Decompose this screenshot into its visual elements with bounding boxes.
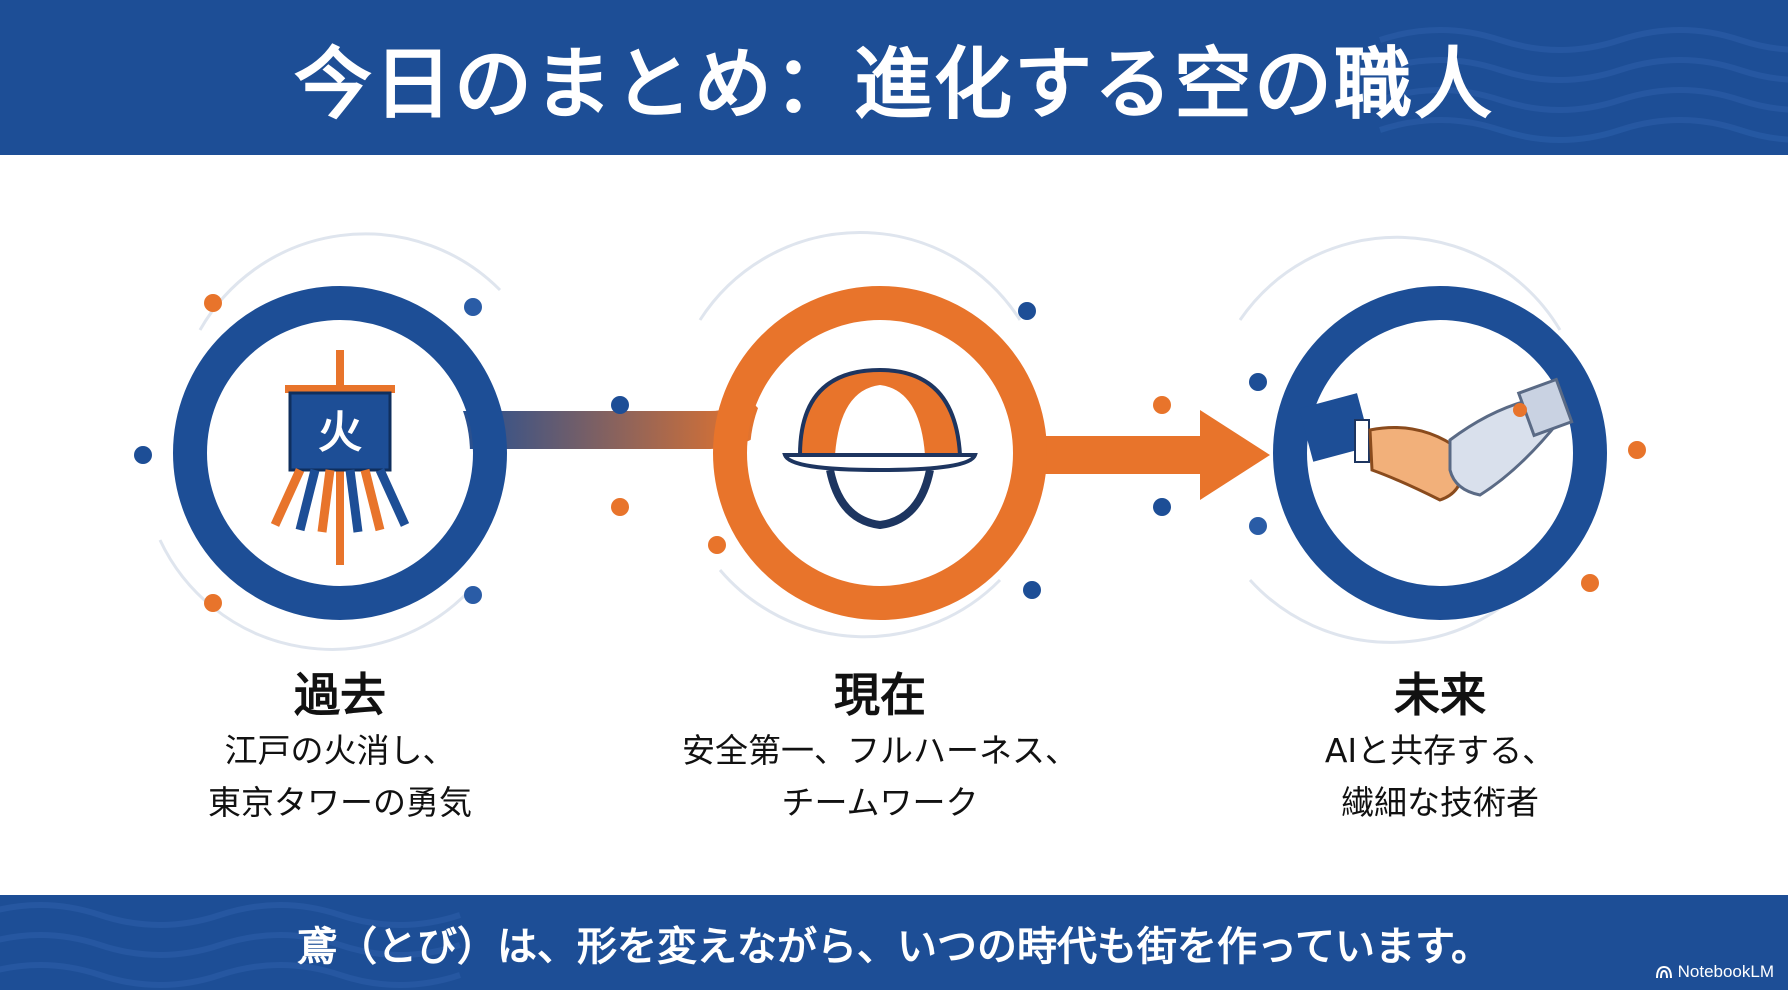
footer-banner: 鳶（とび）は、形を変えながら、いつの時代も街を作っています。 NotebookL… — [0, 895, 1788, 990]
summary-message: 鳶（とび）は、形を変えながら、いつの時代も街を作っています。 — [0, 895, 1788, 990]
stage-era-label: 未来 — [1230, 665, 1650, 725]
banner-glyph: 火 — [318, 407, 362, 458]
stage-era-label: 現在 — [670, 665, 1090, 725]
stage-description: AIと共存する、 繊細な技術者 — [1230, 725, 1650, 829]
arrow-head — [1200, 410, 1270, 500]
stage-future: 未来 AIと共存する、 繊細な技術者 — [1230, 665, 1650, 829]
watermark-text: NotebookLM — [1678, 962, 1774, 982]
header-banner: 今日のまとめ：進化する空の職人 — [0, 0, 1788, 155]
stage-description: 江戸の火消し、 東京タワーの勇気 — [130, 725, 550, 829]
stage-era-label: 過去 — [130, 665, 550, 725]
stage-present: 現在 安全第一、フルハーネス、 チームワーク — [670, 665, 1090, 829]
page-title: 今日のまとめ：進化する空の職人 — [0, 0, 1788, 155]
stage-past: 過去 江戸の火消し、 東京タワーの勇気 — [130, 665, 550, 829]
notebooklm-logo-icon — [1656, 965, 1672, 979]
stage-description: 安全第一、フルハーネス、 チームワーク — [670, 725, 1090, 829]
notebooklm-watermark: NotebookLM — [1656, 962, 1774, 982]
